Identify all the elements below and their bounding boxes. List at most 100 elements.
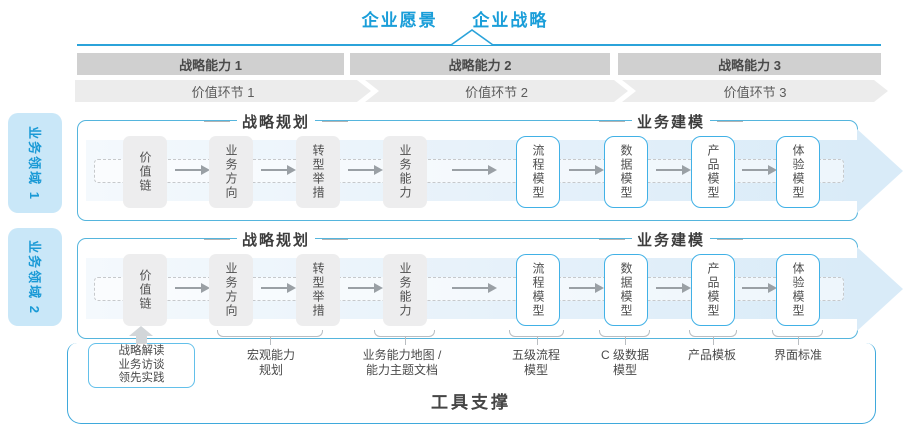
value-link-1-label: 价值环节 1: [191, 84, 255, 100]
value-chain-label: 价值链: [138, 269, 152, 311]
up-arrow-icon: [129, 326, 153, 344]
data-model-box: 数据模型: [604, 254, 648, 326]
business-capability-box: 业务能力: [383, 136, 427, 208]
business-modeling-title: 业务建模: [631, 229, 711, 250]
flow-arrow-icon: [452, 283, 497, 293]
business-direction-label: 业务方向: [224, 262, 238, 318]
transformation-initiative-box: 转型举措: [296, 136, 340, 208]
strategic-planning-header: 战略规划: [203, 229, 349, 250]
flow-arrow-icon: [261, 283, 296, 293]
business-modeling-header: 业务建模: [598, 111, 744, 132]
brace-product-template: [689, 330, 737, 345]
process-model-box: 流程模型: [516, 136, 560, 208]
flow-arrow-icon: [569, 283, 604, 293]
brace-data-model: [599, 330, 650, 345]
header-line-right: [322, 239, 349, 240]
macro-capability-note: 宏观能力 规划: [246, 348, 296, 377]
value-link-3: 价值环节 3: [622, 80, 888, 102]
process-model-label: 流程模型: [531, 262, 545, 318]
business-direction-box: 业务方向: [209, 136, 253, 208]
value-chain-box: 价值链: [123, 136, 167, 208]
transformation-initiative-label: 转型举措: [311, 144, 325, 200]
tool-support-container: [67, 343, 876, 424]
value-link-2-label: 价值环节 2: [465, 84, 528, 100]
flow-arrow-icon: [348, 283, 383, 293]
transformation-initiative-label: 转型举措: [311, 262, 325, 318]
flow-arrow-icon: [742, 165, 777, 175]
process-model-note: 五级流程 模型: [511, 348, 561, 377]
tool-support-title: 工具支撑: [431, 393, 511, 412]
business-capability-label: 业务能力: [398, 144, 412, 200]
business-domain-1-label: 业务领域 1: [8, 113, 62, 213]
up-arrow-stem: [135, 336, 147, 344]
header-line-left: [203, 239, 230, 240]
data-model-note: C 级数据 模型: [600, 348, 650, 377]
strategic-capability-1: 战略能力 1: [77, 53, 344, 75]
header-line-left: [598, 239, 625, 240]
value-link-1: 价值环节 1: [75, 80, 371, 102]
business-direction-box: 业务方向: [209, 254, 253, 326]
experience-model-label: 体验模型: [791, 262, 805, 318]
strategic-capability-1-label: 战略能力 1: [179, 57, 242, 73]
value-chain-box: 价值链: [123, 254, 167, 326]
flow-arrow-icon: [261, 165, 296, 175]
flow-arrow-icon: [569, 165, 604, 175]
data-model-box: 数据模型: [604, 136, 648, 208]
flow-arrowhead-icon: [857, 129, 903, 213]
flow-arrow-icon: [348, 165, 383, 175]
capability-map-note: 业务能力地图 / 能力主题文档: [362, 348, 442, 377]
top-titles: 企业愿景 企业战略: [0, 6, 910, 31]
product-model-label: 产品模型: [706, 262, 720, 318]
ui-standard-note: 界面标准: [773, 348, 823, 362]
product-model-box: 产品模型: [691, 136, 735, 208]
strategy-interview-box: 战略解读 业务访谈 领先实践: [88, 343, 195, 388]
enterprise-vision-title: 企业愿景: [361, 11, 438, 30]
domain-1-flow-row: 战略规划 业务建模 价值链 业务方向 转型举措 业务能力 流程模型 数据模型 产…: [77, 111, 903, 221]
transformation-initiative-box: 转型举措: [296, 254, 340, 326]
business-capability-box: 业务能力: [383, 254, 427, 326]
business-modeling-header: 业务建模: [598, 229, 744, 250]
value-link-2: 价值环节 2: [365, 80, 628, 102]
strategic-planning-title: 战略规划: [236, 229, 316, 250]
process-model-label: 流程模型: [531, 144, 545, 200]
value-link-3-label: 价值环节 3: [723, 84, 787, 100]
brace-ui-standard: [772, 330, 823, 345]
caret-up-icon: [450, 29, 494, 46]
brace-macro-capability: [217, 330, 323, 345]
product-model-box: 产品模型: [691, 254, 735, 326]
flow-arrow-icon: [452, 165, 497, 175]
flow-arrow-icon: [175, 165, 210, 175]
strategic-capability-3-label: 战略能力 3: [718, 57, 781, 73]
product-template-note: 产品模板: [687, 348, 737, 362]
business-domain-2-label: 业务领域 2: [8, 228, 62, 326]
brace-capability-map: [374, 330, 435, 345]
enterprise-strategy-title: 企业战略: [472, 11, 549, 30]
business-domain-2-text: 业务领域 2: [26, 239, 42, 315]
header-line-left: [598, 121, 625, 122]
data-model-label: 数据模型: [619, 262, 633, 318]
flow-arrow-icon: [175, 283, 210, 293]
flow-arrowhead-icon: [857, 247, 903, 331]
strategic-planning-title: 战略规划: [236, 111, 316, 132]
experience-model-box: 体验模型: [776, 136, 820, 208]
header-line-right: [322, 121, 349, 122]
business-modeling-title: 业务建模: [631, 111, 711, 132]
flow-arrow-icon: [742, 283, 777, 293]
domain-2-flow-row: 战略规划 业务建模 价值链 业务方向 转型举措 业务能力 流程模型 数据模型 产…: [77, 229, 903, 339]
strategic-capability-2: 战略能力 2: [350, 53, 610, 75]
brace-process-model: [509, 330, 564, 345]
flow-arrow-icon: [656, 165, 691, 175]
business-direction-label: 业务方向: [224, 144, 238, 200]
header-line-right: [717, 239, 744, 240]
value-chain-label: 价值链: [138, 151, 152, 193]
up-arrow-head: [129, 326, 153, 336]
flow-arrow-icon: [656, 283, 691, 293]
business-domain-1-text: 业务领域 1: [26, 125, 42, 201]
experience-model-label: 体验模型: [791, 144, 805, 200]
header-line-left: [203, 121, 230, 122]
header-line-right: [717, 121, 744, 122]
strategic-capability-2-label: 战略能力 2: [448, 57, 512, 73]
strategic-capability-3: 战略能力 3: [618, 53, 881, 75]
experience-model-box: 体验模型: [776, 254, 820, 326]
